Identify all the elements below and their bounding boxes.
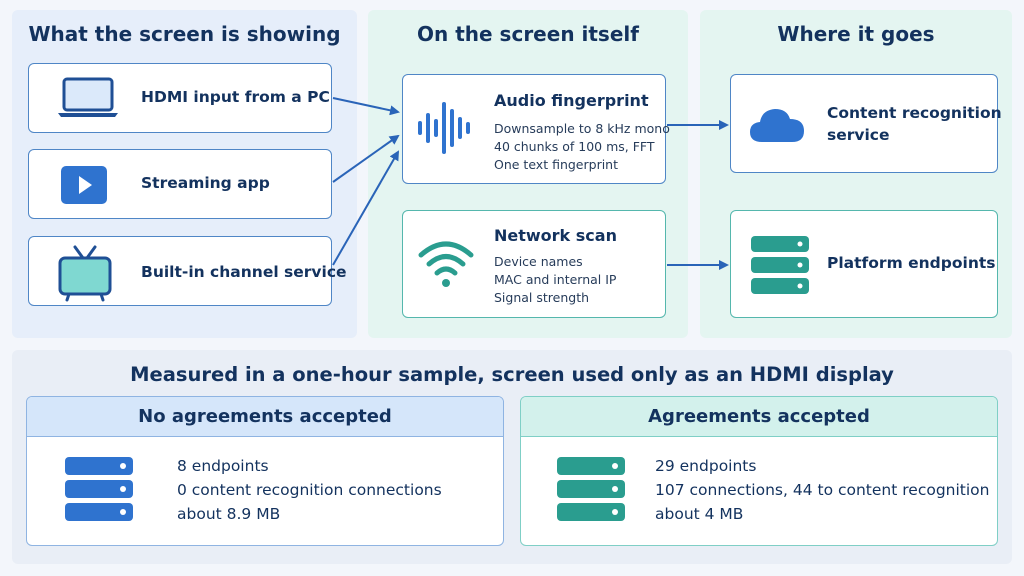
agreements-stats: 29 endpoints 107 connections, 44 to cont… <box>655 454 989 526</box>
sources-panel-title: What the screen is showing <box>28 22 341 46</box>
arrow-channel-to-audio <box>332 150 399 266</box>
agreements-box: Agreements accepted 29 endpoints 107 con… <box>520 396 998 546</box>
audio-fingerprint-title: Audio fingerprint <box>494 91 649 110</box>
agreements-stat: 29 endpoints <box>655 457 757 475</box>
no-agreements-stat: about 8.9 MB <box>177 505 281 523</box>
no-agreements-stat: 0 content recognition connections <box>177 481 442 499</box>
wifi-icon <box>418 241 474 287</box>
sound-wave-icon <box>418 102 470 154</box>
audio-detail-line: Downsample to 8 kHz mono <box>494 121 670 136</box>
server-icon <box>751 236 809 294</box>
tv-icon <box>58 245 112 302</box>
summary-title: Measured in a one-hour sample, screen us… <box>130 363 894 386</box>
network-scan-title: Network scan <box>494 226 617 245</box>
network-detail-line: Device names <box>494 254 583 269</box>
network-scan-card: Network scan Device names MAC and intern… <box>402 210 666 318</box>
no-agreements-stat: 8 endpoints <box>177 457 269 475</box>
no-agreements-stats: 8 endpoints 0 content recognition connec… <box>177 454 442 526</box>
source-label-streaming: Streaming app <box>141 174 270 192</box>
agreements-stat: about 4 MB <box>655 505 744 523</box>
content-recognition-card: Content recognition service <box>730 74 1002 173</box>
network-scan-details: Device names MAC and internal IP Signal … <box>494 253 616 307</box>
network-detail-line: MAC and internal IP <box>494 272 617 287</box>
cloud-icon <box>750 109 804 142</box>
agreements-stat: 107 connections, 44 to content recogniti… <box>655 481 990 499</box>
destinations-panel-title: Where it goes <box>777 22 935 46</box>
server-icon <box>65 457 133 521</box>
play-icon <box>61 166 107 204</box>
agreements-heading: Agreements accepted <box>521 397 997 437</box>
source-card-hdmi: HDMI input from a PC <box>28 63 332 133</box>
source-card-streaming: Streaming app <box>28 149 332 219</box>
source-card-channel: Built-in channel service <box>28 236 347 306</box>
laptop-icon <box>58 77 118 117</box>
arrow-streaming-to-audio <box>332 134 400 183</box>
platform-endpoints-label: Platform endpoints <box>827 254 996 272</box>
audio-detail-line: One text fingerprint <box>494 157 618 172</box>
source-label-channel: Built-in channel service <box>141 263 347 281</box>
audio-fingerprint-card: Audio fingerprint Downsample to 8 kHz mo… <box>402 74 670 184</box>
platform-endpoints-card: Platform endpoints <box>730 210 998 318</box>
source-label-hdmi: HDMI input from a PC <box>141 88 330 106</box>
content-recognition-label: Content recognition service <box>827 102 1002 146</box>
content-recognition-label-line: Content recognition <box>827 104 1002 122</box>
content-recognition-label-line: service <box>827 126 890 144</box>
arrow-hdmi-to-audio <box>332 97 400 116</box>
audio-fingerprint-details: Downsample to 8 kHz mono 40 chunks of 10… <box>494 120 670 174</box>
server-icon <box>557 457 625 521</box>
audio-detail-line: 40 chunks of 100 ms, FFT <box>494 139 655 154</box>
device-panel-title: On the screen itself <box>417 22 639 46</box>
network-detail-line: Signal strength <box>494 290 590 305</box>
no-agreements-heading: No agreements accepted <box>27 397 503 437</box>
no-agreements-box: No agreements accepted 8 endpoints 0 con… <box>26 396 504 546</box>
